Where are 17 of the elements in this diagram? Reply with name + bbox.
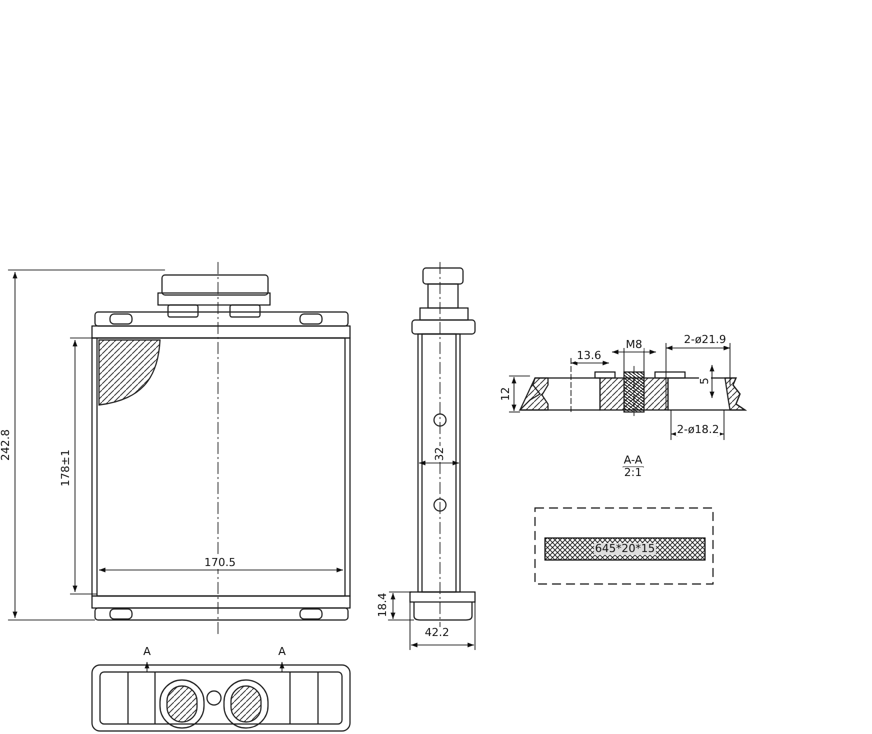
size-label: 645*20*15 (594, 543, 656, 555)
dimension-label: 242.8 (0, 428, 12, 462)
dimension-label: 5 (699, 376, 711, 386)
dimension-label: 42.2 (424, 627, 450, 639)
dimension-label: 2-ø21.9 (682, 334, 728, 346)
section-marker-label: A (277, 646, 287, 658)
dimension-label: 18.4 (377, 592, 389, 618)
dimension-label: M8 (624, 339, 644, 351)
dimension-label: 32 (434, 446, 446, 462)
scale-label: 2:1 (623, 467, 643, 479)
dimension-label: 2-ø18.2 (676, 424, 720, 436)
dimension-label: 12 (500, 386, 512, 402)
dimension-label: 170.5 (203, 557, 237, 569)
dimension-label: 178±1 (60, 448, 72, 488)
section-marker-label: A (142, 646, 152, 658)
section-label: A-A (622, 454, 644, 468)
dimension-label: 13.6 (576, 350, 602, 362)
